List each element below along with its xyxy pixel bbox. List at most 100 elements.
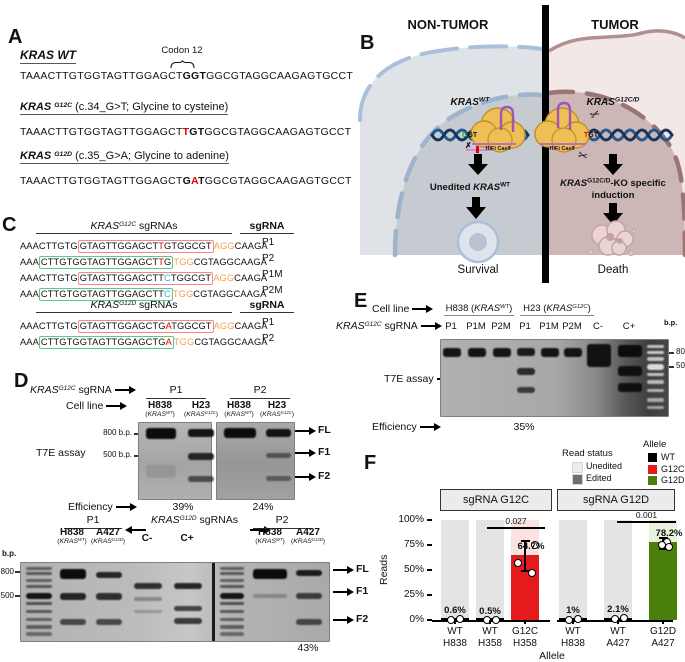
gel-band: [647, 388, 664, 393]
legend-label: WT: [661, 452, 675, 462]
gel-band: [59, 619, 87, 625]
lane-genotype: (KRASWT): [57, 537, 87, 545]
legend-label: Unedited: [586, 461, 623, 471]
gel-band: [25, 578, 53, 582]
gel-lane: [647, 340, 664, 416]
gel-lane: [187, 423, 215, 499]
dying-cell: [588, 220, 637, 256]
d-bottom-sgrna-header: KRASG12D sgRNAs: [151, 514, 239, 526]
gel-band: [133, 597, 163, 602]
panel-d-label: D: [14, 370, 29, 392]
gel-band: [25, 617, 53, 621]
arrow-right-icon: [114, 386, 136, 395]
bar-wt-h838: [441, 618, 469, 620]
gel-lane: [59, 563, 87, 641]
x-tick-label-cell: H838: [561, 638, 585, 649]
gel-d-top-p1: [138, 422, 215, 500]
facet-header: sgRNA G12C: [440, 489, 552, 511]
fragment-label: F1: [356, 585, 369, 597]
gel-band: [25, 602, 53, 606]
lane-name: H23: [267, 400, 287, 411]
gel-divider: [212, 563, 215, 641]
tumor-membrane: [548, 29, 685, 53]
marker-dash: [669, 352, 674, 354]
d-bottom-500: 500: [0, 591, 14, 600]
gel-band: [219, 592, 245, 599]
gel-band: [219, 602, 245, 606]
gel-lane: [252, 563, 288, 641]
mismatch-mark: [476, 146, 479, 153]
x-tick-label-allele: WT: [447, 626, 463, 637]
bar-value-label: 1%: [566, 605, 580, 616]
sgrna-name: P1: [262, 237, 275, 248]
arrow-head: [347, 565, 354, 574]
d-bottom-efficiency: 43%: [297, 642, 319, 654]
lane-genotype: (KRASWT): [224, 410, 254, 418]
sgrna-name: P2M: [262, 285, 283, 296]
marker-dash: [15, 571, 20, 573]
y-tick-mark: [427, 544, 432, 546]
tumor-nuclear-membrane: [546, 89, 685, 258]
gel-band: [25, 572, 53, 576]
y-tick-mark: [427, 569, 432, 571]
bar-unedited-bg: [476, 520, 504, 620]
d-efficiency-p2: 24%: [252, 501, 274, 513]
gel-band: [647, 380, 664, 385]
x-tick-label-allele: G12C: [511, 626, 539, 637]
d-bottom-p2-header: P2: [253, 514, 311, 529]
gel-band: [95, 619, 123, 625]
gel-lane: [517, 340, 535, 416]
x-tick-mark: [662, 620, 664, 624]
y-tick-label: 75%: [403, 539, 424, 550]
legend-swatch: [648, 453, 657, 462]
gel-band: [252, 569, 288, 580]
gel-band: [647, 350, 664, 355]
y-tick-label: 25%: [403, 589, 424, 600]
e-800: 800: [676, 347, 685, 356]
data-point: [574, 615, 582, 624]
x-tick-mark: [617, 620, 619, 624]
lane-name: H838: [258, 527, 282, 538]
gel-band: [265, 429, 292, 437]
right-outcome-line2: induction: [592, 190, 635, 201]
fragment-label: FL: [318, 424, 331, 436]
fragment-label: FL: [356, 563, 369, 575]
facet-header: sgRNA G12D: [557, 489, 675, 511]
error-bar-cap: [658, 548, 668, 550]
e-lane-label: P1: [519, 321, 531, 332]
gel-lane: [564, 340, 582, 416]
d-sgrna-header: KRASG12C sgRNA: [30, 384, 136, 396]
lane-genotype: (KRASG12D): [290, 537, 326, 545]
gel-band: [541, 347, 559, 358]
bar-unedited-bg: [441, 520, 469, 620]
down-arrow-icon: [603, 154, 623, 175]
kras-g12d-title: KRAS G12D (c.35_G>A; Glycine to adenine): [20, 150, 229, 164]
e-lane-label: P1M: [539, 321, 559, 332]
significance-label: 0.027: [505, 516, 527, 526]
x-tick-label-cell: H358: [513, 638, 537, 649]
x-tick-label-cell: A427: [606, 638, 630, 649]
gel-band: [25, 609, 53, 613]
legend-label: G12D: [661, 475, 685, 485]
d-bottom-800: 800: [0, 567, 14, 576]
gel-band: [265, 476, 292, 481]
kras-mut-gene-label: KRASG12C/D: [587, 97, 640, 109]
d-bottom-p1-header: P1: [64, 514, 122, 529]
non-tumor-header: NON-TUMOR: [408, 17, 489, 32]
bar-value-label: 64.7%: [517, 541, 545, 553]
gel-band: [617, 344, 643, 358]
data-point: [665, 543, 673, 551]
gel-lane: [133, 563, 163, 641]
gel-band: [493, 347, 511, 358]
arrow-right-icon: [333, 587, 354, 596]
y-tick-label: 0%: [409, 614, 424, 625]
arrow-right-icon: [412, 305, 434, 314]
gel-band: [443, 347, 461, 358]
scissors-icon: ✂: [576, 148, 589, 164]
arrow-right-icon: [295, 426, 316, 435]
down-arrow-icon: [603, 203, 623, 225]
codon-brace-icon: [170, 60, 195, 69]
